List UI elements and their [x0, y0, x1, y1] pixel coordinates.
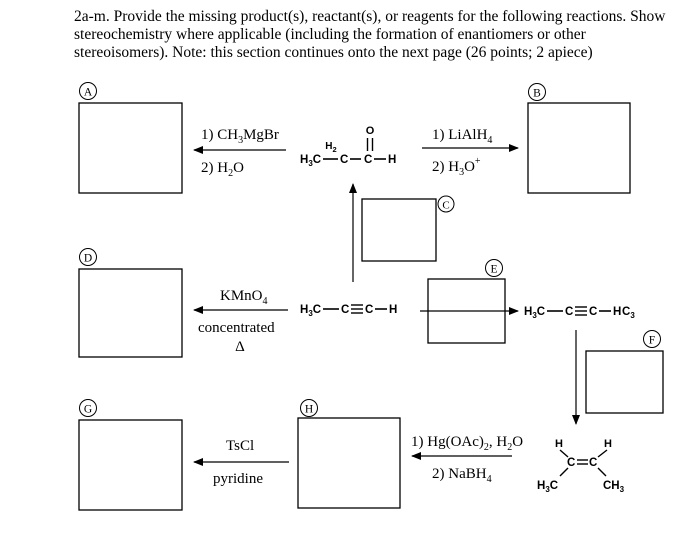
- label-c: C: [437, 195, 455, 213]
- reagent-g-step1: TsCl: [226, 438, 254, 454]
- answer-box-h[interactable]: [297, 417, 401, 509]
- reagent-d-step1: KMnO4: [220, 288, 268, 307]
- svg-text:H: H: [388, 154, 396, 166]
- svg-text:H: H: [613, 306, 621, 318]
- label-e: E: [485, 259, 503, 277]
- answer-box-c[interactable]: [361, 198, 437, 262]
- reagent-h-step2: 2) NaBH4: [432, 466, 492, 485]
- svg-text:C: C: [341, 304, 349, 316]
- svg-text:H: H: [555, 438, 563, 450]
- svg-text:C: C: [340, 154, 348, 166]
- svg-text:C: C: [365, 304, 373, 316]
- answer-box-d[interactable]: [78, 268, 183, 358]
- svg-text:CH3: CH3: [603, 480, 625, 494]
- question-line-1: 2a-m. Provide the missing product(s), re…: [74, 8, 666, 25]
- reagent-d-step2: concentrated: [198, 320, 275, 336]
- reagent-b-step1: 1) LiAlH4: [432, 127, 492, 146]
- question-line-3: stereoisomers). Note: this section conti…: [74, 44, 593, 61]
- reagent-h-step1: 1) Hg(OAc)2, H2O: [411, 434, 523, 453]
- label-g: G: [79, 399, 97, 417]
- svg-text:H2: H2: [325, 141, 336, 154]
- label-f: F: [643, 330, 661, 348]
- svg-text:D: D: [84, 253, 92, 265]
- answer-box-g[interactable]: [78, 419, 183, 511]
- svg-text:C: C: [589, 306, 597, 318]
- butyne-structure: H3C C C H C3: [524, 306, 635, 320]
- label-h: H: [300, 399, 318, 417]
- svg-text:H: H: [305, 404, 313, 416]
- svg-text:H3C: H3C: [300, 154, 321, 168]
- reagent-a-step2: 2) H2O: [201, 160, 244, 179]
- svg-text:C: C: [565, 306, 573, 318]
- answer-box-b[interactable]: [527, 102, 631, 194]
- reagent-d-heat: Δ: [235, 339, 245, 355]
- answer-box-f[interactable]: [585, 350, 664, 414]
- label-a: A: [79, 82, 97, 100]
- svg-text:H3C: H3C: [300, 304, 321, 318]
- reagent-b-step2: 2) H3O+: [432, 156, 481, 178]
- answer-box-a[interactable]: [78, 102, 183, 194]
- question-text: 2a-m. Provide the missing product(s), re…: [74, 8, 674, 62]
- cis-butene-structure: H H C C H3C CH3: [537, 438, 625, 494]
- svg-text:C: C: [589, 457, 597, 469]
- svg-text:A: A: [84, 87, 93, 99]
- svg-text:C3: C3: [622, 306, 635, 320]
- svg-text:C: C: [567, 457, 575, 469]
- propanal-structure: H2 O H3C C C H: [300, 125, 396, 168]
- svg-text:C: C: [442, 200, 449, 212]
- svg-text:H3C: H3C: [537, 480, 558, 494]
- label-b: B: [528, 83, 546, 101]
- reagent-g-step2: pyridine: [213, 471, 263, 487]
- svg-text:H3C: H3C: [524, 306, 545, 320]
- propyne-structure: H3C C C H: [300, 304, 397, 318]
- svg-text:G: G: [84, 404, 92, 416]
- svg-text:E: E: [490, 264, 497, 276]
- question-line-2: stereochemistry where applicable (includ…: [74, 26, 586, 43]
- label-d: D: [79, 248, 97, 266]
- reagent-a-step1: 1) CH3MgBr: [201, 127, 279, 146]
- svg-text:H: H: [389, 304, 397, 316]
- svg-text:H: H: [604, 438, 612, 450]
- svg-text:O: O: [366, 125, 375, 137]
- svg-text:B: B: [533, 88, 541, 100]
- svg-text:C: C: [364, 154, 372, 166]
- svg-text:F: F: [649, 335, 655, 347]
